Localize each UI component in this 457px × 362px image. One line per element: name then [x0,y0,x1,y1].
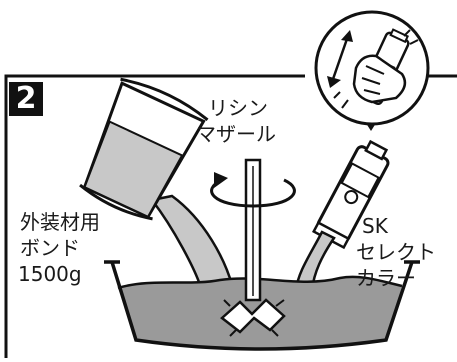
mixer-label-line2: マザール [196,122,276,146]
pail-icon [79,77,209,221]
bond-label-line2: ボンド [20,236,80,260]
color-tube-icon [312,139,390,250]
bond-amount-label: 1500g [18,262,82,286]
mixer-label-line1: リシン [208,96,268,120]
panel-frame [4,74,305,358]
color-label-line3: カラー [356,266,416,290]
step-number-badge: 2 [9,82,43,116]
rotation-arrow-icon [210,172,296,208]
bond-label-line1: 外装材用 [20,210,100,234]
color-label-line2: セレクト [356,240,436,264]
color-label-line1: SK [362,214,388,238]
pour-stream [149,194,234,287]
shake-hand-icon [314,10,430,126]
mixer-icon [220,158,286,337]
